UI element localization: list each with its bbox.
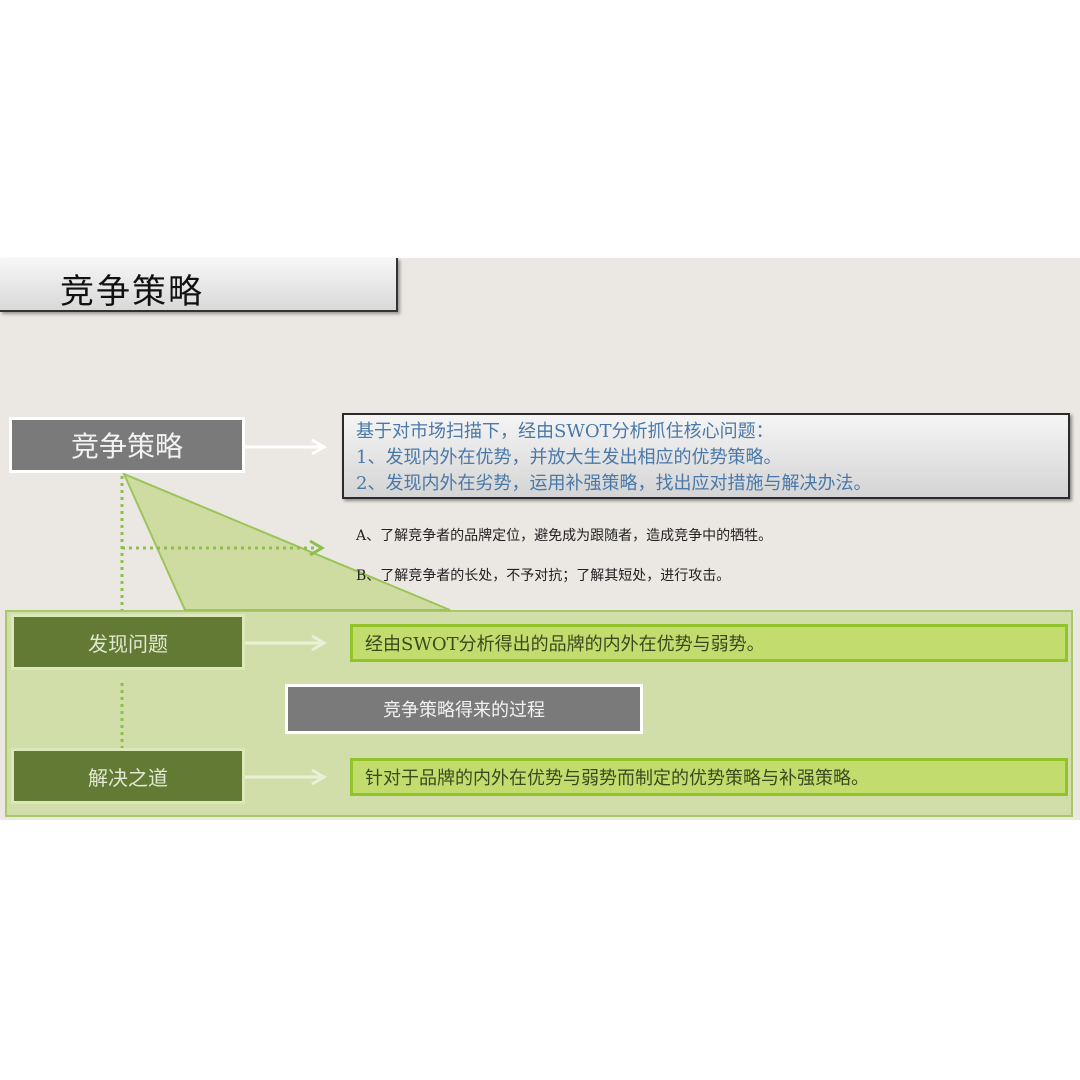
arrow-right-icon <box>244 634 327 652</box>
step-description: 经由SWOT分析得出的品牌的内外在优势与弱势。 <box>350 624 1068 662</box>
process-label: 竞争策略得来的过程 <box>383 700 545 721</box>
info-line: 1、发现内外在优势，并放大生发出相应的优势策略。 <box>356 447 782 468</box>
page-title: 竞争策略 <box>60 272 204 312</box>
connector-overlay <box>120 438 451 786</box>
step-description-text: 针对于品牌的内外在优势与弱势而制定的优势策略与补强策略。 <box>365 768 869 789</box>
step-solution: 解决之道 <box>11 748 245 804</box>
info-line: 基于对市场扫描下，经由SWOT分析抓住核心问题： <box>356 421 774 442</box>
step-label: 解决之道 <box>88 765 168 790</box>
step-description-text: 经由SWOT分析得出的品牌的内外在优势与弱势。 <box>365 634 765 655</box>
step-label: 发现问题 <box>88 631 168 656</box>
process-label-box: 竞争策略得来的过程 <box>285 684 643 734</box>
main-node-label: 竞争策略 <box>70 430 183 463</box>
step-discover-problem: 发现问题 <box>11 614 245 670</box>
info-box: 基于对市场扫描下，经由SWOT分析抓住核心问题： 1、发现内外在优势，并放大生发… <box>342 413 1070 499</box>
note-b: B、了解竞争者的长处，不予对抗；了解其短处，进行攻击。 <box>356 568 731 584</box>
title-bar: 竞争策略 <box>0 258 398 312</box>
info-line: 2、发现内外在劣势，运用补强策略，找出应对措施与解决办法。 <box>356 473 872 494</box>
callout-triangle <box>122 472 451 611</box>
slide: 竞争策略 竞争策略 基于对市场扫描下，经由SWOT分析抓住核心问题： 1、发现内… <box>0 258 1080 820</box>
main-node: 竞争策略 <box>9 417 245 473</box>
arrow-right-icon <box>244 438 327 456</box>
dotted-arrow-head-icon <box>309 539 325 557</box>
arrow-right-icon <box>244 768 327 786</box>
step-description: 针对于品牌的内外在优势与弱势而制定的优势策略与补强策略。 <box>350 758 1068 796</box>
note-a: A、了解竞争者的品牌定位，避免成为跟随者，造成竞争中的牺牲。 <box>356 528 773 544</box>
